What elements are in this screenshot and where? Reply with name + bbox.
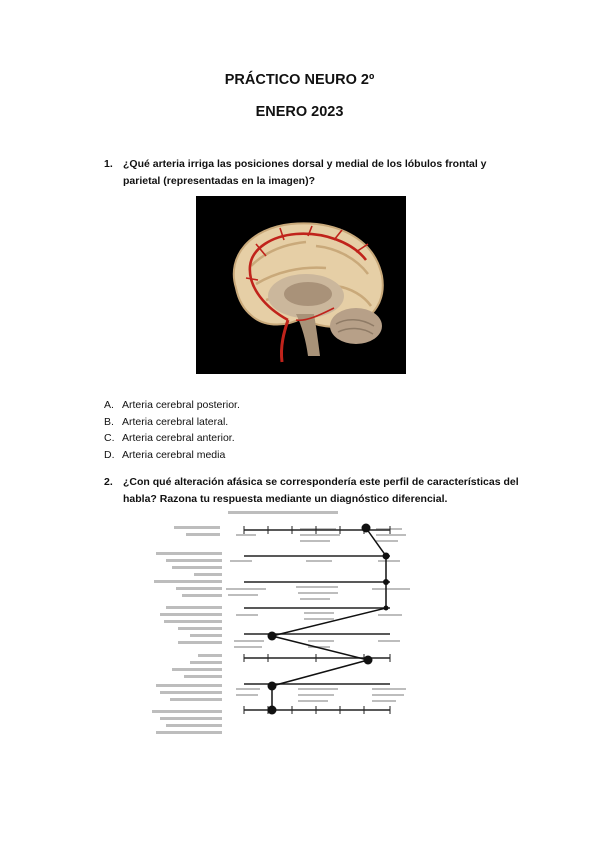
- option-a: A.Arteria cerebral posterior.: [104, 399, 240, 411]
- brain-sagittal-image: [196, 196, 406, 374]
- question-2: 2. ¿Con qué alteración afásica se corres…: [104, 474, 524, 508]
- speech-profile-figure: [150, 508, 412, 738]
- question-2-text: ¿Con qué alteración afásica se correspon…: [123, 476, 519, 505]
- option-d: D.Arteria cerebral media: [104, 448, 226, 461]
- document-date: ENERO 2023: [255, 104, 344, 120]
- question-1-number: 1.: [104, 158, 113, 170]
- question-1-text: ¿Qué arteria irriga las posiciones dorsa…: [123, 158, 487, 187]
- question-1: 1. ¿Qué arteria irriga las posiciones do…: [104, 156, 524, 190]
- question-1-options: A.Arteria cerebral posterior. B.Arteria …: [104, 397, 240, 463]
- question-2-number: 2.: [104, 476, 113, 488]
- document-title: PRÁCTICO NEURO 2º: [224, 72, 375, 88]
- option-b: B.Arteria cerebral lateral.: [104, 415, 229, 428]
- option-c: C.Arteria cerebral anterior.: [104, 432, 235, 444]
